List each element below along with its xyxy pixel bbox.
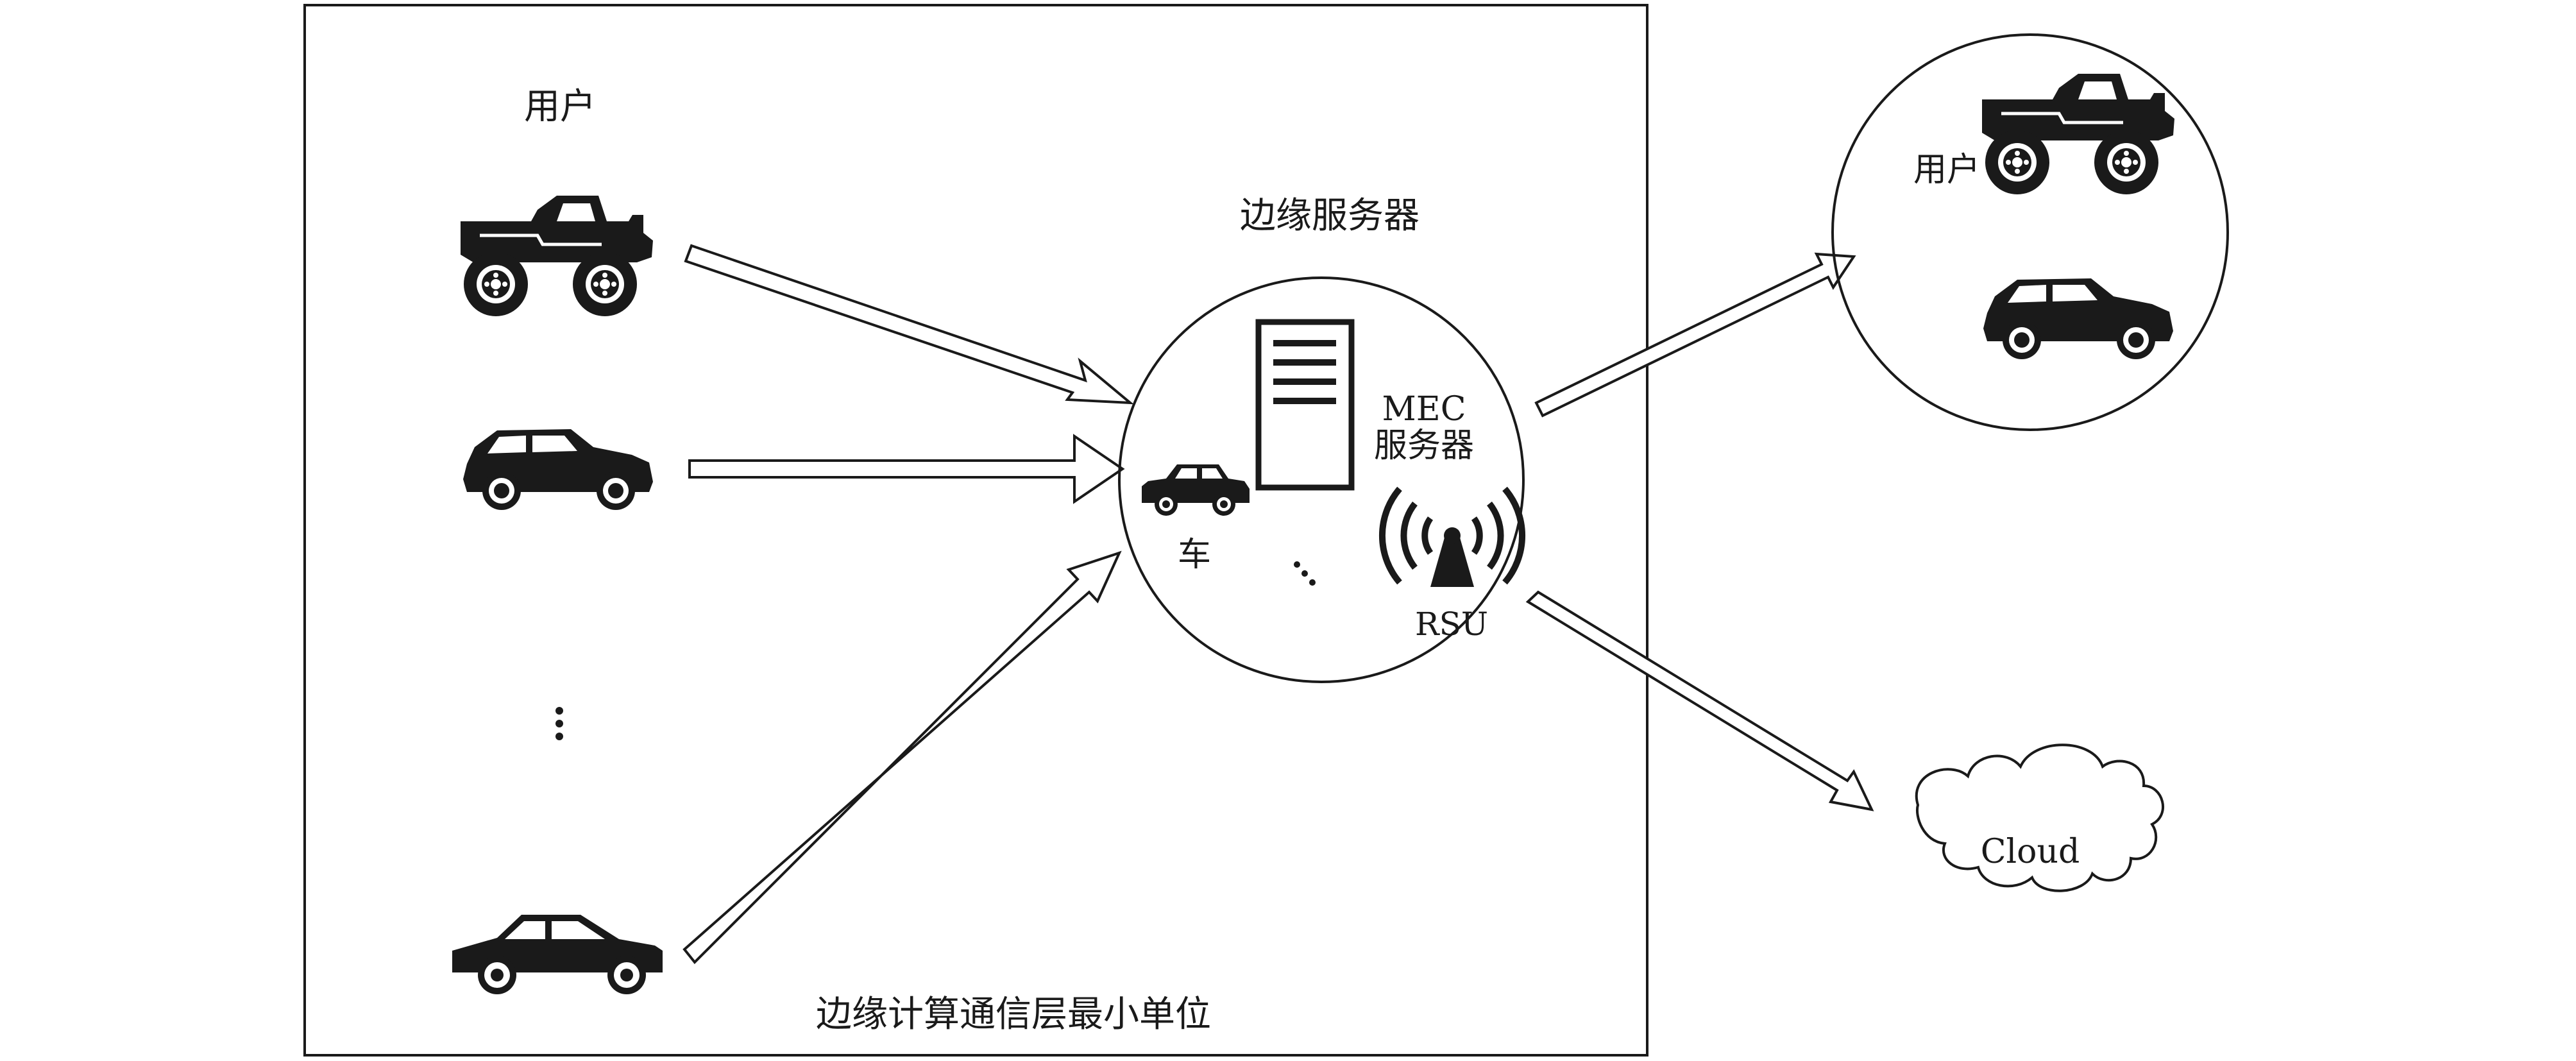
suv-icon	[1983, 278, 2173, 359]
suv-icon	[463, 429, 653, 510]
users-label-right: 用户	[1913, 151, 1980, 189]
mec-label-line2: 服务器	[1374, 427, 1474, 465]
cloud-icon	[1915, 743, 2164, 892]
vertical-ellipsis	[555, 707, 563, 740]
rsu-label: RSU	[1415, 606, 1488, 643]
cloud-label: Cloud	[1981, 833, 2080, 871]
users-label-left: 用户	[524, 86, 596, 128]
arrow-suv-to-edge	[688, 434, 1125, 504]
radio-tower-icon	[1379, 486, 1525, 587]
unit-caption: 边缘计算通信层最小单位	[816, 994, 1211, 1035]
sedan-icon	[1142, 464, 1250, 516]
server-icon	[1255, 319, 1355, 491]
monster-truck-icon	[1982, 74, 2174, 194]
edge-server-circle	[1118, 276, 1525, 683]
arrow-edge-to-cloud	[1525, 590, 1874, 811]
monster-truck-icon	[461, 196, 653, 316]
users-circle-right	[1831, 33, 2229, 431]
vehicle-label: 车	[1178, 536, 1211, 574]
arrow-truck-to-edge	[684, 244, 1134, 405]
edge-server-title: 边缘服务器	[1240, 195, 1419, 237]
arrow-car-to-edge	[682, 550, 1122, 964]
diagonal-ellipsis	[1294, 561, 1316, 586]
hatchback-car-icon	[452, 915, 663, 994]
edge-unit-frame	[303, 4, 1648, 1057]
mec-label-line1: MEC	[1382, 390, 1466, 429]
arrow-edge-to-users	[1534, 252, 1856, 418]
